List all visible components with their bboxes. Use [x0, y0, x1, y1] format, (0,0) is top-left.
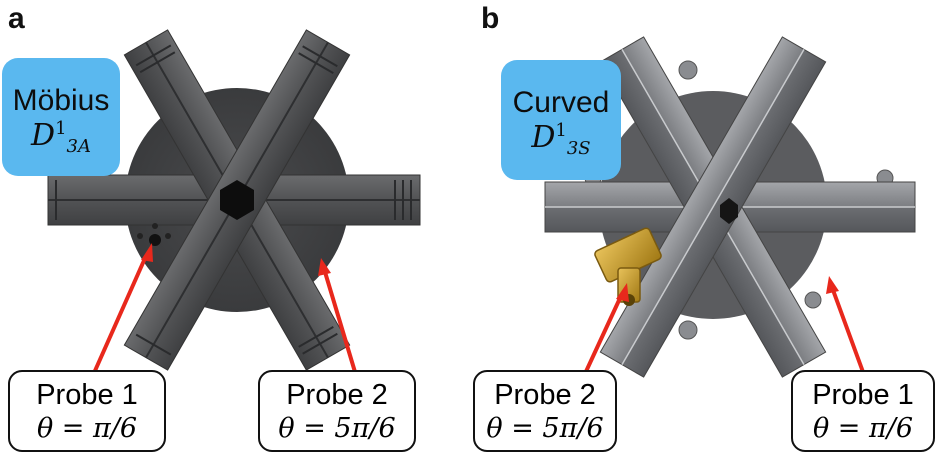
curved-resonator-photo — [544, 36, 916, 379]
probe-angle: θ = 5π/6 — [278, 413, 396, 444]
arrow-probe-1 — [88, 243, 153, 383]
panel-letter: b — [481, 2, 500, 35]
probe-left-box: Probe 2 θ = 5π/6 — [473, 370, 617, 452]
probe-hole — [149, 234, 161, 246]
resonator-symbol: D13A — [31, 118, 91, 157]
probe-title: Probe 1 — [812, 379, 914, 411]
probe-right-box: Probe 1 θ = π/6 — [791, 370, 935, 452]
resonator-label: Möbius D13A — [2, 58, 120, 176]
probe-angle: θ = 5π/6 — [486, 413, 604, 444]
mobius-resonator-photo — [47, 29, 421, 383]
probe-left-box: Probe 1 θ = π/6 — [8, 370, 166, 452]
probe-title: Probe 2 — [286, 379, 388, 411]
probe-right-box: Probe 2 θ = 5π/6 — [258, 370, 416, 452]
arm-diagonal-2 — [599, 36, 827, 378]
center-hex-hole — [720, 198, 738, 224]
resonator-name: Möbius — [12, 84, 110, 117]
probe-angle: θ = π/6 — [812, 413, 914, 444]
arrow-probe-1 — [826, 276, 865, 373]
arrow-probe-2 — [318, 258, 357, 373]
panel-b: b Curved D13S Probe 2 θ = 5π/6 Probe 1 θ… — [473, 0, 946, 464]
panel-letter: a — [8, 2, 25, 35]
resonator-name: Curved — [512, 86, 610, 119]
probe-title: Probe 1 — [36, 379, 138, 411]
probe-title: Probe 2 — [494, 379, 596, 411]
resonator-label: Curved D13S — [501, 60, 621, 180]
probe-angle: θ = π/6 — [36, 413, 138, 444]
resonator-symbol: D13S — [531, 120, 591, 159]
panel-a: a Möbius D13A Probe 1 θ = π/6 Probe 2 θ … — [2, 2, 421, 452]
arrow-probe-2 — [581, 283, 629, 379]
center-hex-hole — [220, 180, 254, 220]
